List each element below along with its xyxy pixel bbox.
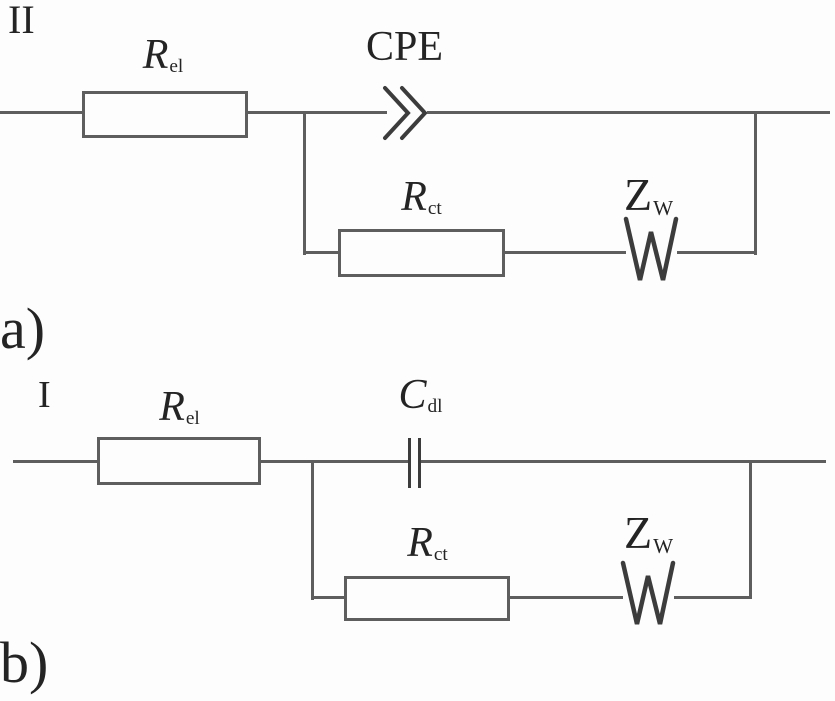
bottom-input-lead-wire [13,460,98,463]
bottom-lower-wire-2 [508,596,623,599]
top-lower-wire-2 [503,251,626,254]
top-rct-subscript-text: ct [427,198,442,220]
bottom-rct-symbol-text: R [407,520,433,566]
top-zw-subscript-text: W [653,195,674,220]
bottom-cdl-symbol-text: C [398,372,427,418]
top-rct-symbol-text: R [401,174,427,220]
bottom-rct-resistor-box [344,576,510,621]
bottom-circuit-id-text: I [38,374,51,416]
capacitor-left-plate [408,438,411,488]
top-input-lead-wire [0,111,84,114]
bottom-mid-wire [258,460,408,463]
top-mid-wire [245,111,387,114]
bottom-lower-wire-3 [674,596,752,599]
bottom-cdl-label: Cdl [378,374,463,416]
bottom-zw-symbol-text: Z [623,507,653,558]
top-branch-down-wire [303,112,306,255]
top-cpe-label-text: CPE [365,24,444,70]
bottom-rel-resistor-box [97,437,261,485]
bottom-rct-label: Rct [380,522,475,564]
top-circuit-id-label: II [8,0,35,40]
top-branch-up-wire [754,112,757,255]
bottom-rel-label: Rel [132,386,227,428]
bottom-branch-down-wire [311,461,314,600]
top-zw-symbol-text: Z [623,169,653,220]
bottom-warburg-symbol-icon [620,560,676,628]
bottom-zw-label: ZW [606,507,691,558]
top-rel-subscript-text: el [169,56,184,78]
top-output-lead-wire [427,111,830,114]
panel-a-label: a) [0,300,45,358]
bottom-lower-wire-1 [311,596,346,599]
bottom-branch-up-wire [749,461,752,599]
cpe-symbol-icon [381,84,429,142]
capacitor-right-plate [418,438,421,488]
top-rel-resistor-box [82,91,248,138]
top-rct-label: Rct [374,176,469,218]
top-warburg-symbol-icon [623,216,679,284]
bottom-output-lead-wire [421,460,826,463]
top-zw-label: ZW [606,169,691,220]
bottom-rel-subscript-text: el [185,408,200,430]
top-lower-wire-1 [303,251,340,254]
top-lower-wire-3 [677,251,757,254]
bottom-rct-subscript-text: ct [433,544,448,566]
bottom-circuit-id-label: I [38,376,51,414]
panel-b-text: b) [0,630,49,695]
panel-b-label: b) [0,634,48,692]
bottom-zw-subscript-text: W [653,533,674,558]
top-rct-resistor-box [338,229,505,277]
panel-a-text: a) [0,296,46,361]
top-rel-symbol-text: R [142,32,169,78]
top-rel-label: Rel [118,34,208,76]
top-cpe-label: CPE [362,26,447,68]
bottom-cdl-subscript-text: dl [427,396,443,418]
top-circuit-id-text: II [8,0,35,42]
bottom-rel-symbol-text: R [159,384,185,430]
